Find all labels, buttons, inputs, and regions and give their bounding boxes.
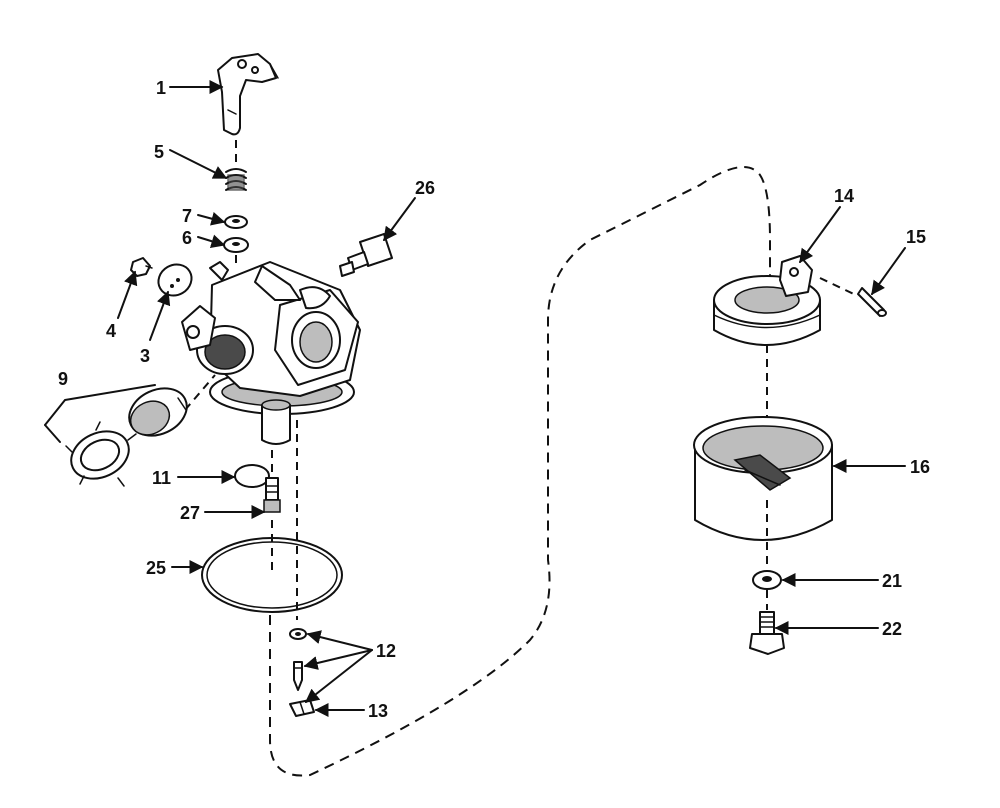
callout-27: 27: [180, 503, 200, 523]
callout-labels: 1 5 7 6 4 3 9 26 11 27 25 12 13 14 15 16…: [58, 78, 930, 721]
callout-3: 3: [140, 346, 150, 366]
part-27-nozzle: [263, 477, 281, 513]
bracket-9-lower: [44, 424, 61, 443]
callout-5: 5: [154, 142, 164, 162]
leader-lines: [117, 80, 906, 717]
bracket-9: [44, 384, 156, 426]
part-26-fitting: [339, 233, 393, 277]
callout-11: 11: [152, 468, 171, 488]
part-9-retainer-ring: [65, 421, 137, 487]
part-13-clip: [289, 699, 315, 717]
callout-13: 13: [368, 701, 388, 721]
callout-7: 7: [182, 206, 192, 226]
part-16-float-bowl: [693, 416, 833, 541]
leader-dashed-8: [819, 277, 859, 297]
leader-dashed-3: [184, 374, 216, 411]
callout-15: 15: [906, 227, 926, 247]
callout-12: 12: [376, 641, 396, 661]
part-11-disc: [234, 464, 270, 488]
assembly-path-dashed-line: [269, 166, 771, 777]
part-1-throttle-lever: [217, 53, 279, 136]
callout-21: 21: [882, 571, 902, 591]
part-7-washer: [224, 215, 248, 229]
part-6-seal: [223, 237, 249, 253]
carburetor-body: [181, 261, 361, 445]
callout-26: 26: [415, 178, 435, 198]
callout-6: 6: [182, 228, 192, 248]
part-9-primer-bulb: [128, 387, 188, 437]
callout-16: 16: [910, 457, 930, 477]
callout-1: 1: [156, 78, 166, 98]
callout-22: 22: [882, 619, 902, 639]
part-15-pin: [857, 287, 887, 317]
part-21-washer: [752, 570, 782, 590]
callout-14: 14: [834, 186, 854, 206]
callout-25: 25: [146, 558, 166, 578]
callout-4: 4: [106, 321, 116, 341]
part-3-throttle-plate: [157, 263, 193, 297]
part-22-bolt: [749, 611, 785, 655]
callout-9: 9: [58, 369, 68, 389]
part-25-o-ring: [201, 537, 343, 613]
part-12-seat: [289, 628, 307, 640]
part-5-spring: [225, 168, 247, 191]
part-12-needle: [293, 661, 303, 691]
part-14-float: [713, 255, 821, 346]
